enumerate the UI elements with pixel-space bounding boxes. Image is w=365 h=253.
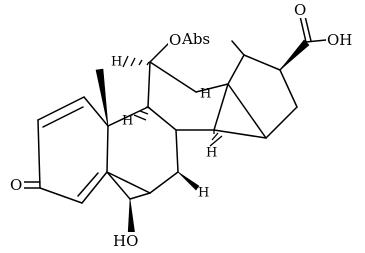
hashed-bond-h11 bbox=[122, 55, 150, 68]
atom-labels: O O Abs O OH HO H H H H H bbox=[10, 1, 356, 250]
hydrogen-bridge-label: H bbox=[200, 87, 211, 102]
hydrogen-c14-label: H bbox=[206, 146, 217, 161]
ketone-oxygen-label: O bbox=[10, 176, 22, 194]
hydrogen-c9-label: H bbox=[122, 114, 133, 129]
ring-a bbox=[23, 96, 109, 204]
acid-hydroxyl-label: OH bbox=[327, 31, 352, 49]
hydrogen-c8-label: H bbox=[198, 186, 209, 201]
abs-stereo-flag: Abs bbox=[181, 30, 210, 48]
hashed-bond-h9 bbox=[133, 106, 151, 121]
ring-c-d bbox=[147, 39, 298, 139]
ring-b bbox=[106, 106, 179, 194]
ring-hydroxyl-label: HO bbox=[113, 232, 138, 250]
stereo-bonds bbox=[95, 39, 310, 236]
ether-oxygen-label: O bbox=[169, 31, 181, 49]
hydrogen-c11-label: H bbox=[111, 55, 122, 70]
acid-carbonyl-oxygen-label: O bbox=[294, 1, 306, 19]
hashed-bond-h14 bbox=[209, 130, 223, 147]
